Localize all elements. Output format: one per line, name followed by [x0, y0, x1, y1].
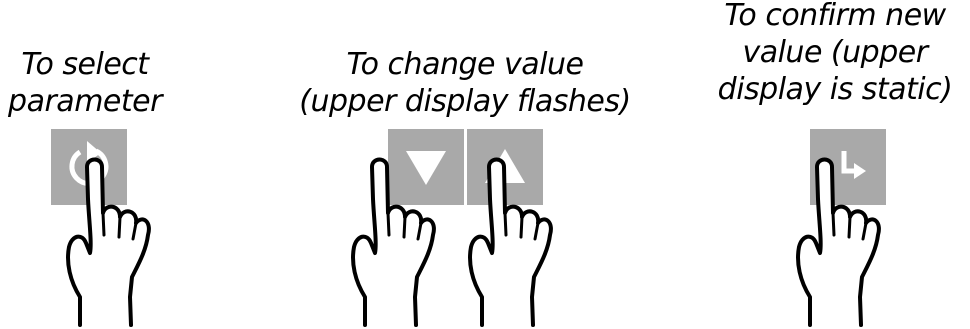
- caption-line: value (upper: [700, 34, 970, 71]
- pointing-hand-icon: [60, 155, 170, 325]
- pointing-hand-icon: [462, 155, 572, 325]
- caption-line: parameter: [0, 83, 170, 120]
- pointing-hand-icon: [790, 155, 900, 325]
- caption-confirm-value: To confirm new value (upper display is s…: [700, 0, 970, 108]
- caption-change-value: To change value (upper display flashes): [290, 46, 640, 120]
- caption-line: To confirm new: [700, 0, 970, 34]
- caption-select-parameter: To select parameter: [0, 46, 170, 120]
- hand-outline: [60, 155, 170, 325]
- caption-line: To change value: [290, 46, 640, 83]
- caption-line: To select: [0, 46, 170, 83]
- hand-outline: [790, 155, 900, 325]
- pointing-hand-icon: [345, 155, 455, 325]
- caption-line: (upper display flashes): [290, 83, 640, 120]
- hand-outline: [345, 155, 455, 325]
- hand-outline: [462, 155, 572, 325]
- caption-line: display is static): [700, 71, 970, 108]
